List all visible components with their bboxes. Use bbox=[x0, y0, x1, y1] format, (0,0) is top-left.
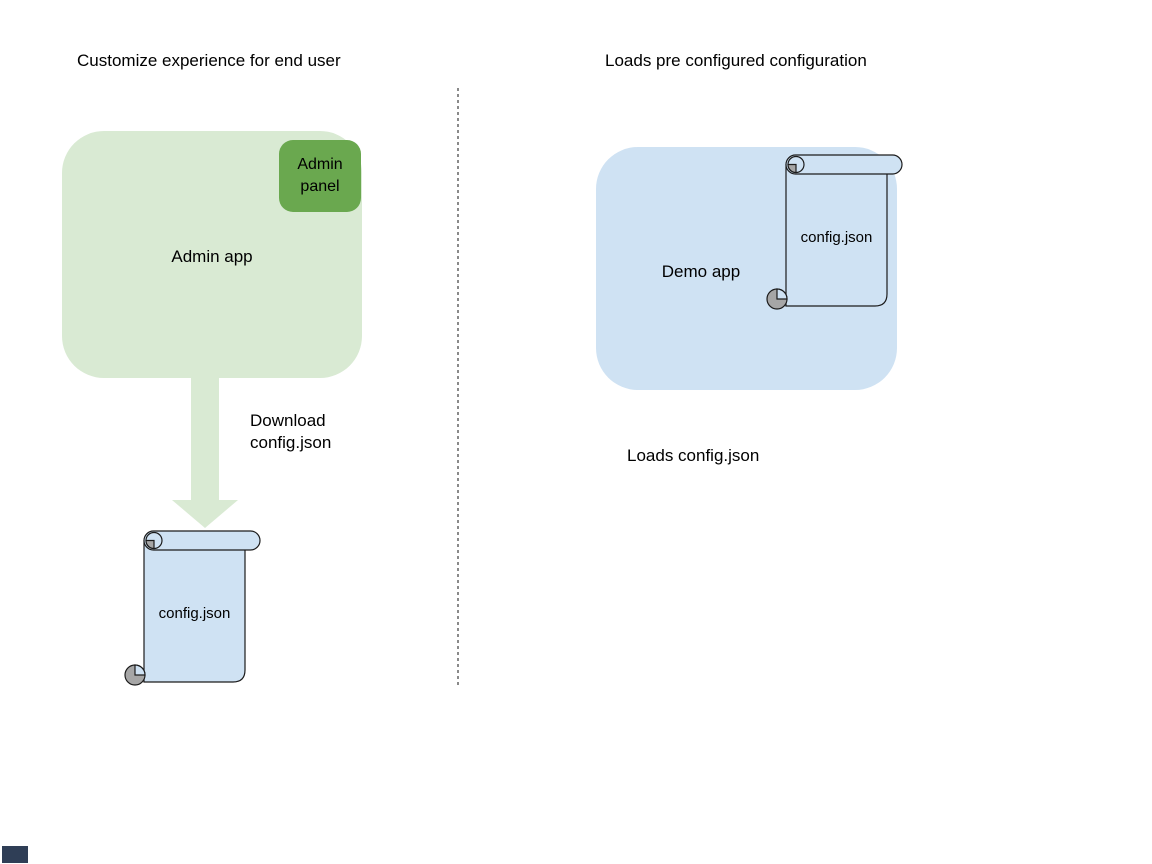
download-arrow-label-line1: Download bbox=[250, 411, 326, 430]
admin-app-shape: Admin panel bbox=[62, 131, 362, 378]
admin-panel-shape: Admin panel bbox=[279, 140, 361, 212]
config-json-scroll-left: config.json bbox=[123, 528, 263, 686]
config-json-scroll-right: config.json bbox=[765, 152, 905, 310]
download-arrow-icon bbox=[170, 377, 240, 528]
download-arrow-label: Download config.json bbox=[250, 410, 331, 454]
left-section-title: Customize experience for end user bbox=[77, 51, 341, 70]
admin-app-label: Admin app bbox=[171, 247, 253, 266]
section-divider bbox=[457, 88, 459, 686]
config-json-label: config.json bbox=[800, 229, 873, 246]
config-json-label: config.json bbox=[158, 605, 231, 622]
scroll-shape-icon bbox=[766, 154, 903, 310]
demo-app-label: Demo app bbox=[661, 262, 741, 281]
right-section-title: Loads pre configured configuration bbox=[605, 51, 867, 70]
loads-config-caption: Loads config.json bbox=[627, 446, 760, 465]
corner-accent-square bbox=[2, 846, 28, 863]
admin-panel-label: Admin panel bbox=[297, 156, 343, 195]
scroll-shape-icon bbox=[124, 530, 261, 686]
download-arrow-label-line2: config.json bbox=[250, 433, 332, 452]
